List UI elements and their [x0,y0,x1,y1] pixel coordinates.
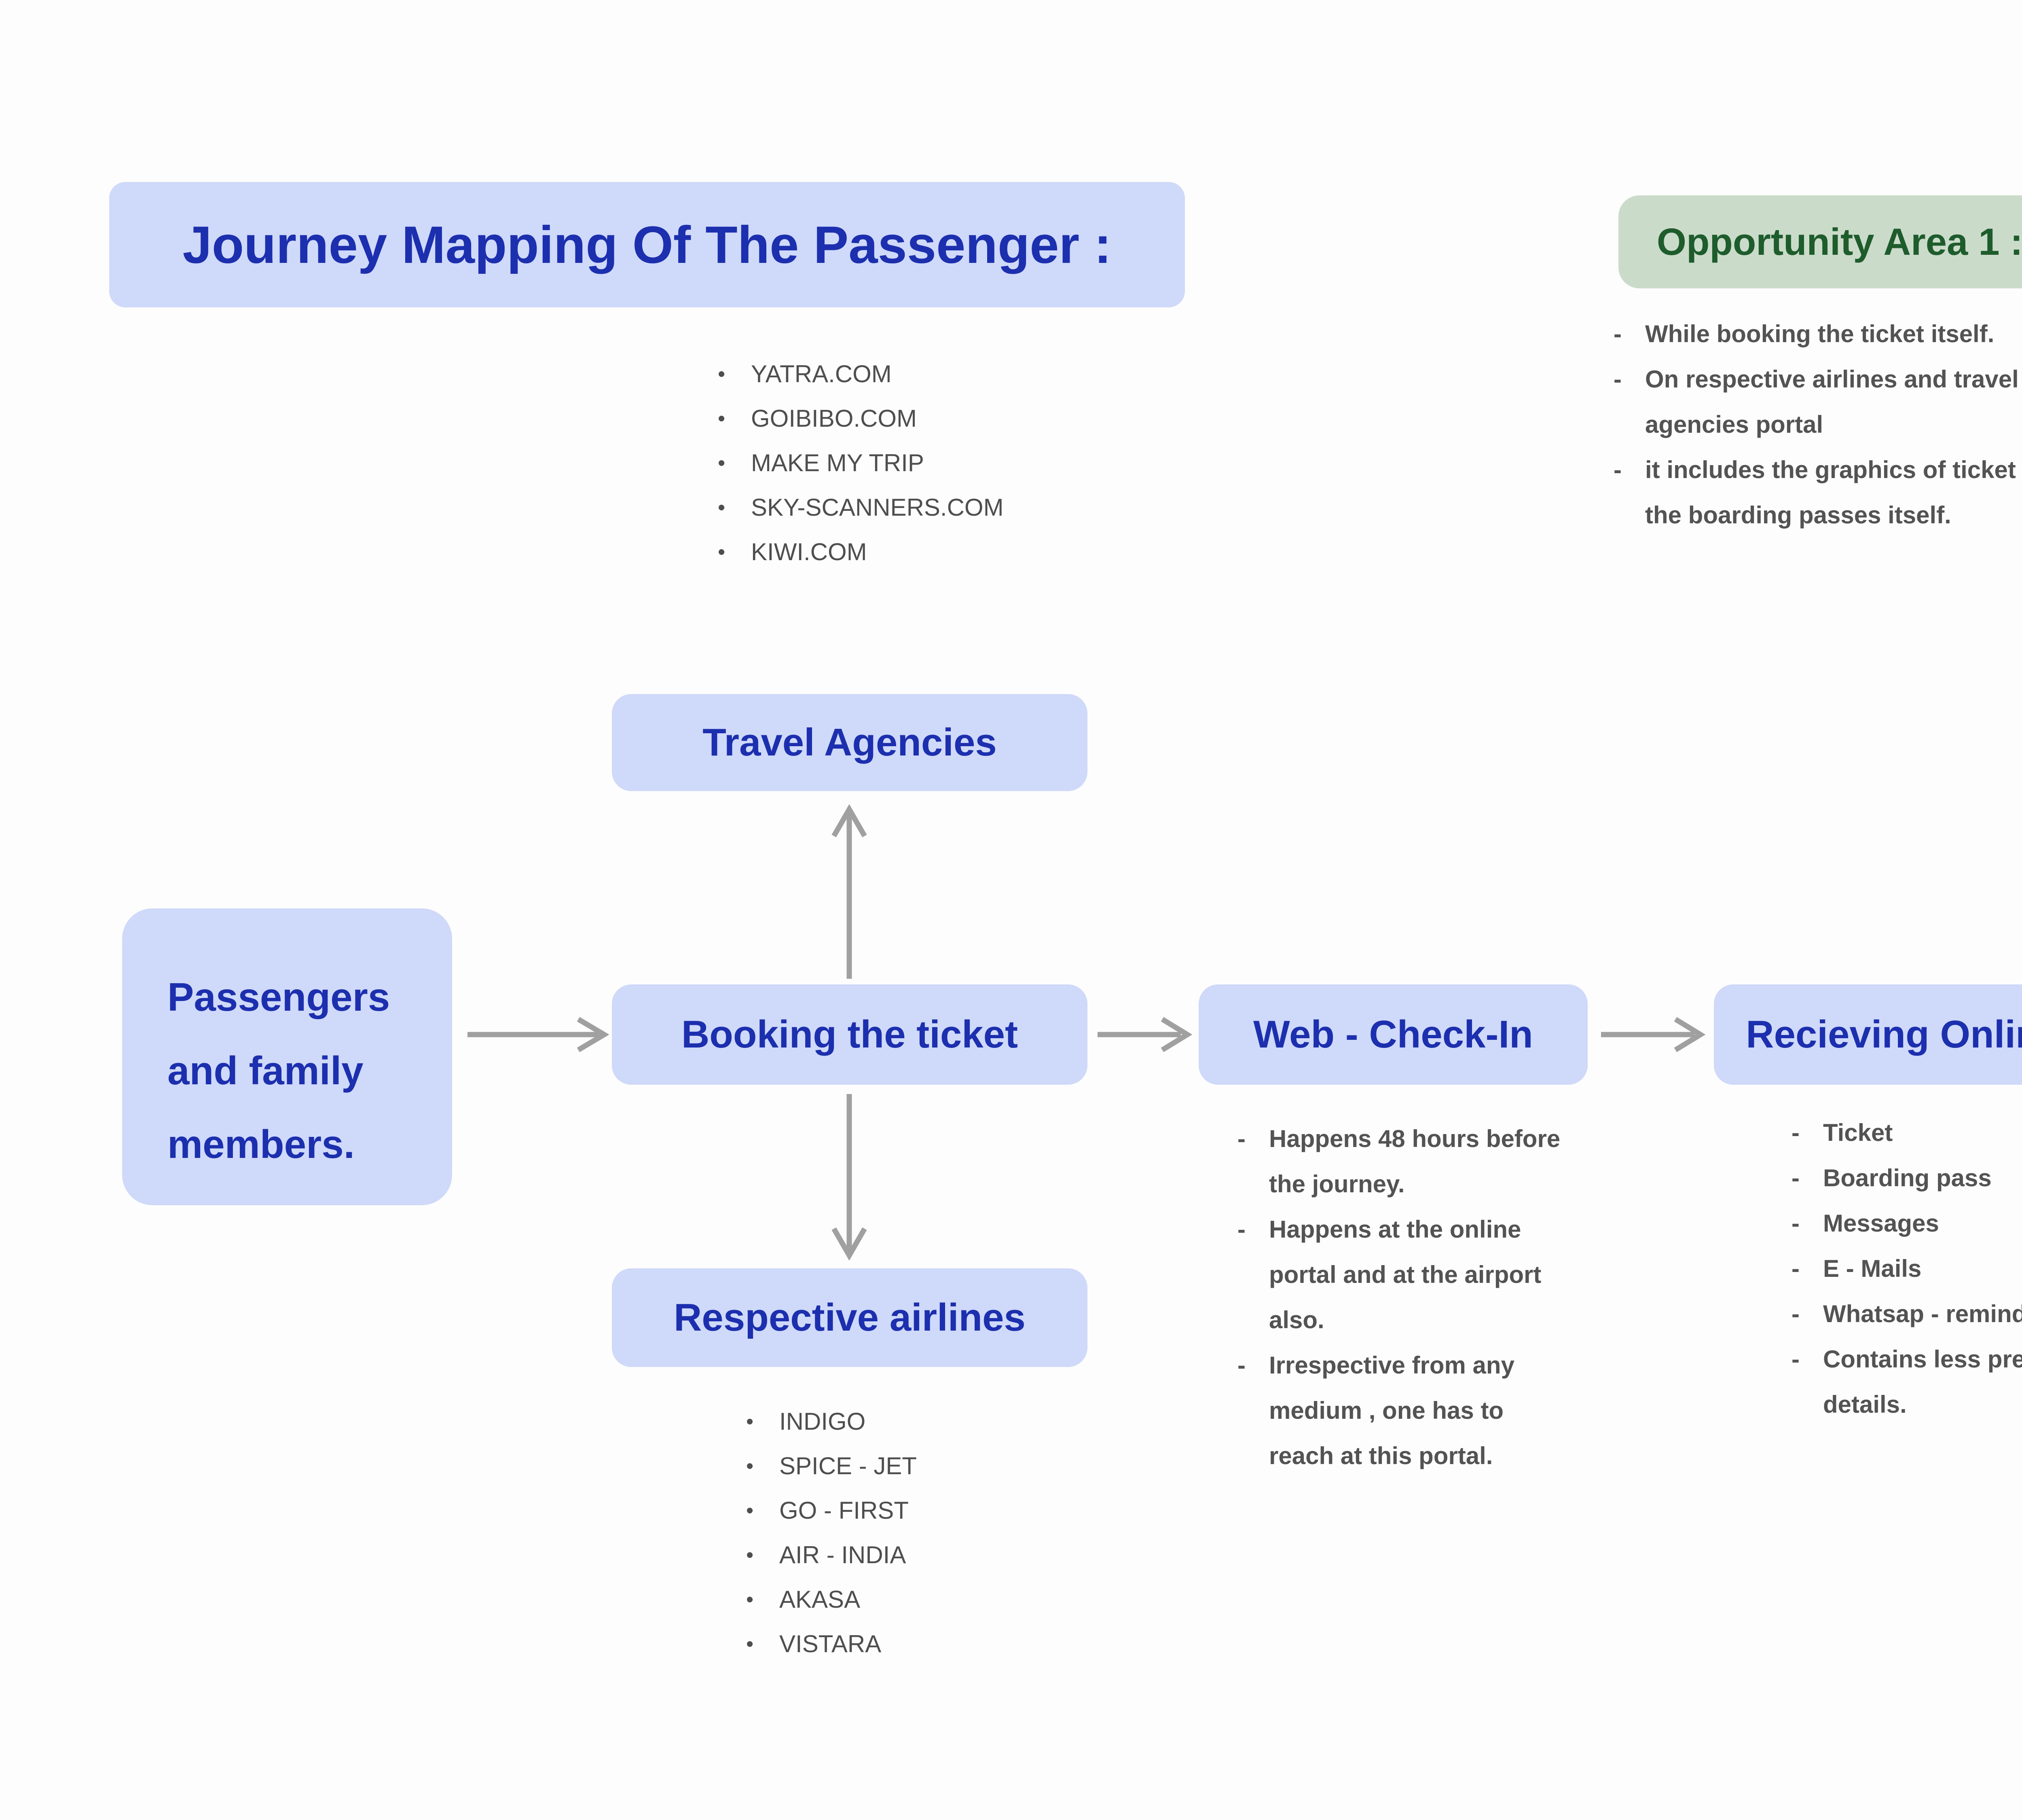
booking-portals-list: • YATRA.COM • GOIBIBO.COM • MAKE MY TRIP • SKY-… [718,352,1324,574]
stage-web-checkin-box: Web - Check-In [1199,984,1588,1085]
opportunity-area-1-list: -While booking the ticket itself.-On res… [1614,311,2022,538]
list-item: -Happens 48 hours before the journey. [1237,1116,1561,1207]
arrow-booking-to-webcheckin-icon [1098,1017,1193,1052]
bullet-marker-icon: - [1791,1300,1800,1327]
web-checkin-list: -Happens 48 hours before the journey.-Ha… [1237,1116,1561,1479]
bullet-marker-icon: - [1237,1352,1246,1379]
list-item: • MAKE MY TRIP [718,441,1324,485]
list-item: • AIR - INDIA [746,1533,1151,1577]
bullet-marker-icon: • [718,362,725,386]
passengers-box: Passengers and family members. [122,908,452,1205]
list-item: • GO - FIRST [746,1488,1151,1533]
list-item: -Contains less precised details. [1791,1337,2022,1427]
list-item-text: it includes the graphics of ticket and t… [1645,456,2022,529]
opportunity-area-1-box: Opportunity Area 1 : [1618,195,2022,288]
list-item-text: On respective airlines and travel agenci… [1645,366,2019,438]
list-item-text: Happens at the online portal and at the … [1269,1216,1542,1333]
list-item: • SPICE - JET [746,1444,1151,1488]
list-item-text: SPICE - JET [779,1452,917,1479]
bullet-marker-icon: • [718,496,725,519]
list-item-text: Happens 48 hours before the journey. [1269,1125,1561,1198]
list-item-text: VISTARA [779,1630,882,1657]
recieving-info-list: -Ticket-Boarding pass-Messages-E - Mails… [1791,1110,2022,1427]
list-item-text: MAKE MY TRIP [751,449,924,476]
list-item: -Ticket [1791,1110,2022,1155]
bullet-marker-icon: • [718,451,725,475]
bullet-marker-icon: • [746,1410,754,1433]
bullet-marker-icon: • [718,540,725,564]
list-item: -Messages [1791,1201,2022,1246]
arrow-booking-to-respective-airlines-icon [831,1094,867,1261]
airlines-list: • INDIGO • SPICE - JET • GO - FIRST • AIR - IND… [746,1399,1151,1666]
list-item: • VISTARA [746,1622,1151,1666]
bullet-marker-icon: - [1237,1125,1246,1152]
list-item-text: Messages [1823,1210,1939,1237]
list-item-text: AIR - INDIA [779,1541,906,1568]
list-item: -Happens at the online portal and at the… [1237,1207,1561,1343]
bullet-marker-icon: - [1237,1216,1246,1243]
list-item-text: GOIBIBO.COM [751,405,917,432]
list-item-text: Irrespective from any medium , one has t… [1269,1352,1514,1469]
list-item: • YATRA.COM [718,352,1324,396]
list-item: • AKASA [746,1577,1151,1622]
bullet-marker-icon: - [1791,1255,1800,1282]
arrow-booking-to-travel-agencies-icon [831,804,867,979]
bullet-marker-icon: • [746,1588,754,1611]
bullet-marker-icon: - [1791,1164,1800,1191]
arrow-passengers-to-booking-icon [467,1017,609,1052]
list-item: • GOIBIBO.COM [718,396,1324,441]
bullet-marker-icon: - [1614,456,1622,483]
list-item: -E - Mails [1791,1246,2022,1291]
list-item-text: Whatsap - reminders [1823,1300,2022,1327]
list-item: • KIWI.COM [718,530,1324,574]
list-item: -On respective airlines and travel agenc… [1614,357,2022,447]
list-item-text: Ticket [1823,1119,1893,1146]
list-item: -Boarding pass [1791,1155,2022,1201]
page-title: Journey Mapping Of The Passenger : [109,182,1185,307]
list-item-text: GO - FIRST [779,1497,909,1524]
list-item-text: KIWI.COM [751,538,867,565]
list-item-text: Boarding pass [1823,1164,1992,1191]
list-item-text: INDIGO [779,1408,866,1435]
list-item: -Whatsap - reminders [1791,1291,2022,1337]
list-item: -While booking the ticket itself. [1614,311,2022,357]
respective-airlines-box: Respective airlines [612,1268,1087,1367]
bullet-marker-icon: • [746,1454,754,1478]
bullet-marker-icon: • [718,407,725,430]
list-item-text: Contains less precised details. [1823,1346,2022,1418]
bullet-marker-icon: - [1791,1210,1800,1237]
bullet-marker-icon: • [746,1632,754,1656]
bullet-marker-icon: • [746,1543,754,1567]
list-item-text: While booking the ticket itself. [1645,320,1995,347]
bullet-marker-icon: • [746,1499,754,1522]
bullet-marker-icon: - [1791,1119,1800,1146]
list-item-text: E - Mails [1823,1255,1922,1282]
stage-recieving-info-box: Recieving Online Info [1714,984,2022,1085]
bullet-marker-icon: - [1791,1346,1800,1373]
list-item-text: YATRA.COM [751,360,892,387]
list-item: -Irrespective from any medium , one has … [1237,1343,1561,1479]
bullet-marker-icon: - [1614,366,1622,393]
travel-agencies-box: Travel Agencies [612,694,1087,791]
list-item: -it includes the graphics of ticket and … [1614,447,2022,538]
list-item: • SKY-SCANNERS.COM [718,485,1324,530]
bullet-marker-icon: - [1614,320,1622,347]
stage-booking-box: Booking the ticket [612,984,1087,1085]
list-item-text: AKASA [779,1586,861,1613]
arrow-webcheckin-to-recieving-icon [1601,1017,1706,1052]
list-item: • INDIGO [746,1399,1151,1444]
list-item-text: SKY-SCANNERS.COM [751,494,1004,521]
